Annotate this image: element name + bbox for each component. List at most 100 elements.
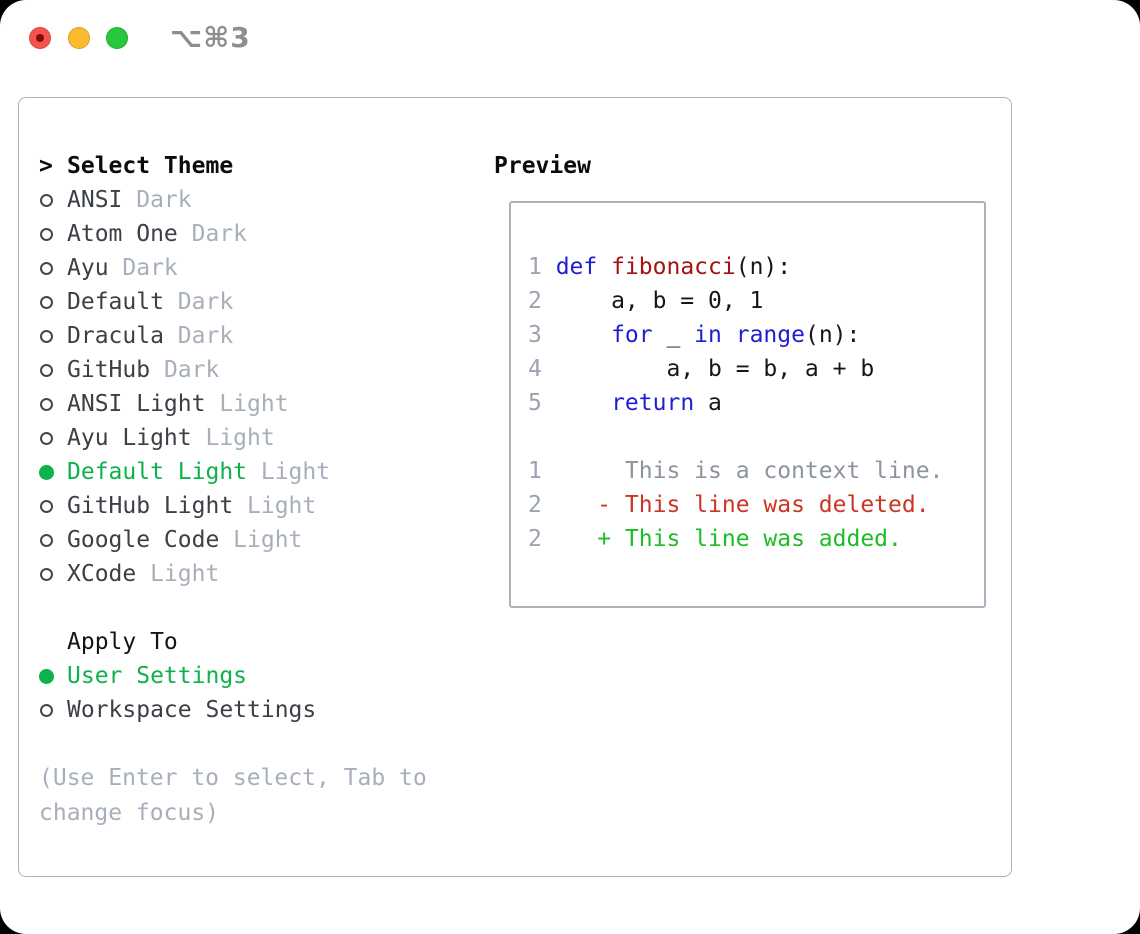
diff-added-line: 2 + This line was added. xyxy=(528,522,984,556)
code-line: 2 a, b = 0, 1 xyxy=(528,284,984,318)
radio-icon xyxy=(40,295,53,309)
theme-option[interactable]: Dracula Dark xyxy=(39,319,491,353)
diff-context-line: 1 This is a context line. xyxy=(528,454,984,488)
line-number: 5 xyxy=(528,390,542,416)
theme-name: Atom One xyxy=(67,221,178,247)
theme-variant-tag: Light xyxy=(219,391,289,417)
theme-name: Ayu Light xyxy=(67,425,192,451)
line-number: 4 xyxy=(528,356,542,382)
apply-option[interactable]: Workspace Settings xyxy=(39,693,491,727)
theme-name: Dracula xyxy=(67,323,164,349)
radio-icon xyxy=(40,193,53,207)
theme-option[interactable]: XCode Light xyxy=(39,557,491,591)
theme-variant-tag: Light xyxy=(205,425,275,451)
prompt-icon: > xyxy=(39,153,53,179)
theme-option[interactable]: Default Dark xyxy=(39,285,491,319)
theme-option[interactable]: ANSI Light Light xyxy=(39,387,491,421)
diff-deleted-line: 2 - This line was deleted. xyxy=(528,488,984,522)
theme-option[interactable]: Ayu Light Light xyxy=(39,421,491,455)
code-token xyxy=(556,390,611,416)
code-token: (n): xyxy=(735,254,792,280)
zoom-button[interactable] xyxy=(106,27,128,49)
radio-icon xyxy=(40,227,53,241)
theme-option[interactable]: Ayu Dark xyxy=(39,251,491,285)
radio-icon xyxy=(40,499,53,513)
apply-option-label: User Settings xyxy=(67,663,248,689)
code-line: 1 def fibonacci(n): xyxy=(528,250,984,284)
theme-option[interactable]: Atom One Dark xyxy=(39,217,491,251)
theme-option[interactable]: GitHub Dark xyxy=(39,353,491,387)
theme-name: GitHub xyxy=(67,357,151,383)
apply-option-selected[interactable]: User Settings xyxy=(39,659,491,693)
apply-to-header: Apply To xyxy=(39,625,491,659)
code-token: a, b = b, a + b xyxy=(555,356,875,382)
theme-name: Google Code xyxy=(67,527,220,553)
theme-variant-tag: Dark xyxy=(177,323,234,349)
code-token: _ xyxy=(652,322,695,348)
radio-selected-icon xyxy=(39,464,54,480)
code-token xyxy=(556,322,611,348)
preview-title: Preview xyxy=(494,153,591,179)
theme-variant-tag: Light xyxy=(233,527,303,553)
code-token: + This line was added. xyxy=(555,526,902,552)
code-token xyxy=(597,254,611,280)
radio-icon xyxy=(40,261,53,275)
code-token: a, b = 0, 1 xyxy=(555,288,764,314)
code-token: This is a context line. xyxy=(555,458,944,484)
theme-variant-tag: Light xyxy=(260,459,331,485)
hint-text: (Use Enter to select, Tab to change focu… xyxy=(39,765,427,826)
theme-name: ANSI xyxy=(67,187,123,213)
code-token: in xyxy=(694,322,722,348)
theme-list-header: > Select Theme xyxy=(39,149,491,183)
theme-variant-tag: Dark xyxy=(136,187,192,213)
line-number: 1 xyxy=(528,458,542,484)
theme-list: > Select Theme ANSI Dark Atom One Dark A… xyxy=(39,149,491,831)
theme-variant-tag: Dark xyxy=(191,221,248,247)
code-token: return xyxy=(611,390,695,416)
radio-icon xyxy=(40,567,53,581)
code-token: a xyxy=(694,390,722,416)
window-shortcut-label: ⌥⌘3 xyxy=(170,21,251,54)
apply-option-label: Workspace Settings xyxy=(67,697,317,723)
unsaved-dot-icon xyxy=(36,34,44,42)
theme-variant-tag: Light xyxy=(247,493,317,519)
theme-name: Ayu xyxy=(67,255,109,281)
code-token xyxy=(722,322,736,348)
line-number: 1 xyxy=(528,254,542,280)
theme-variant-tag: Dark xyxy=(177,289,234,315)
theme-name: XCode xyxy=(67,561,137,587)
code-line: 3 for _ in range(n): xyxy=(528,318,984,352)
radio-icon xyxy=(40,397,53,411)
radio-selected-icon xyxy=(39,668,54,684)
theme-picker-panel: > Select Theme ANSI Dark Atom One Dark A… xyxy=(18,97,1012,877)
radio-icon xyxy=(40,703,53,717)
theme-name: Default Light xyxy=(67,459,248,485)
line-number: 3 xyxy=(528,322,542,348)
code-token: fibonacci xyxy=(611,254,736,280)
code-line: 5 return a xyxy=(528,386,984,420)
line-number: 2 xyxy=(528,492,542,518)
radio-icon xyxy=(40,329,53,343)
code-token: (n): xyxy=(804,322,861,348)
line-number: 2 xyxy=(528,288,542,314)
theme-option[interactable]: Google Code Light xyxy=(39,523,491,557)
theme-option[interactable]: ANSI Dark xyxy=(39,183,491,217)
code-token: for xyxy=(611,322,653,348)
code-token: range xyxy=(735,322,805,348)
minimize-button[interactable] xyxy=(68,27,90,49)
code-token: def xyxy=(555,254,598,280)
radio-icon xyxy=(40,363,53,377)
line-number: 2 xyxy=(528,526,542,552)
theme-variant-tag: Dark xyxy=(122,255,178,281)
close-button[interactable] xyxy=(29,27,51,49)
theme-option[interactable]: GitHub Light Light xyxy=(39,489,491,523)
code-token: - This line was deleted. xyxy=(555,492,930,518)
radio-icon xyxy=(40,431,53,445)
code-line: 4 a, b = b, a + b xyxy=(528,352,984,386)
code-line xyxy=(528,420,984,454)
radio-icon xyxy=(40,533,53,547)
theme-option-selected[interactable]: Default Light Light xyxy=(39,455,491,489)
theme-variant-tag: Dark xyxy=(163,357,220,383)
